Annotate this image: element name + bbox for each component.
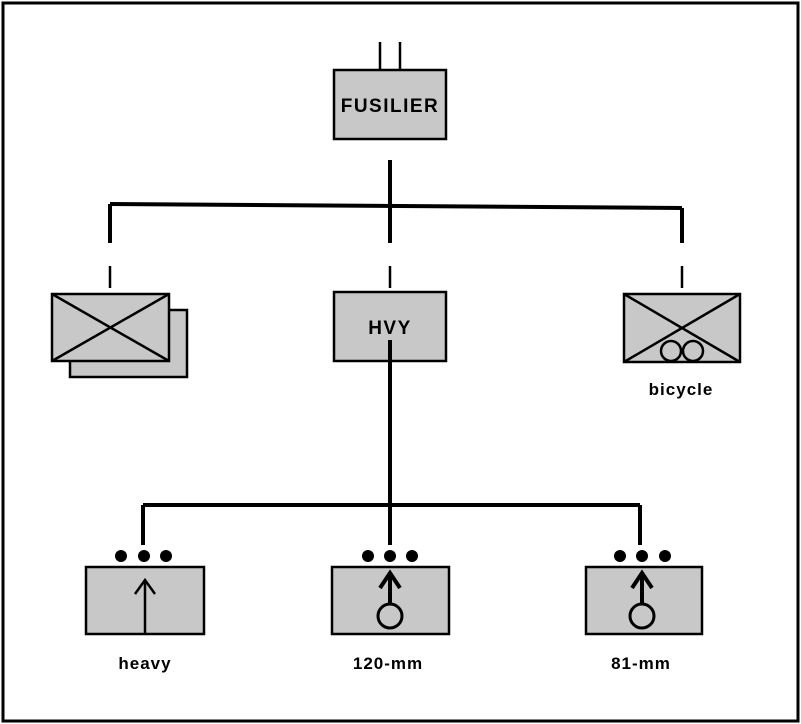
unit-label-hvy: HVY — [368, 318, 412, 339]
unit-hvy: HVY — [332, 290, 448, 363]
unit-fusilier: FUSILIER — [332, 42, 448, 141]
mortar-icon — [378, 569, 402, 590]
size-indicator-dot — [160, 550, 172, 562]
connector — [109, 202, 683, 210]
size-indicator-dot — [384, 550, 396, 562]
unit-infantry-bicycle: bicycle — [622, 292, 742, 399]
size-indicator-dot — [406, 550, 418, 562]
mortar-icon — [630, 569, 654, 590]
size-indicator-dot — [614, 550, 626, 562]
infantry-cross-icon — [623, 292, 741, 364]
unit-box — [332, 290, 448, 363]
unit-box — [332, 68, 448, 141]
size-indicator-dot — [138, 550, 150, 562]
caption-heavy: heavy — [118, 654, 171, 673]
size-indicator-dot — [636, 550, 648, 562]
bicycle-wheel-icon — [659, 339, 683, 363]
arrow-up-icon — [133, 577, 157, 595]
caption-120mm: 120-mm — [353, 654, 423, 673]
infantry-cross-icon — [51, 292, 170, 363]
size-indicator-dot — [659, 550, 671, 562]
caption-bicycle: bicycle — [649, 380, 714, 399]
bicycle-wheel-icon — [681, 339, 705, 363]
mortar-icon — [628, 602, 656, 630]
subunit-81mm: 81-mm — [584, 550, 704, 673]
size-indicator-dot — [362, 550, 374, 562]
subunit-heavy: heavy — [84, 550, 206, 673]
subunit-120mm: 120-mm — [330, 550, 451, 673]
unit-label-fusilier: FUSILIER — [341, 96, 440, 117]
size-indicator-dot — [115, 550, 127, 562]
unit-infantry-multiple — [50, 292, 189, 379]
caption-81mm: 81-mm — [611, 654, 671, 673]
mortar-icon — [376, 602, 404, 630]
